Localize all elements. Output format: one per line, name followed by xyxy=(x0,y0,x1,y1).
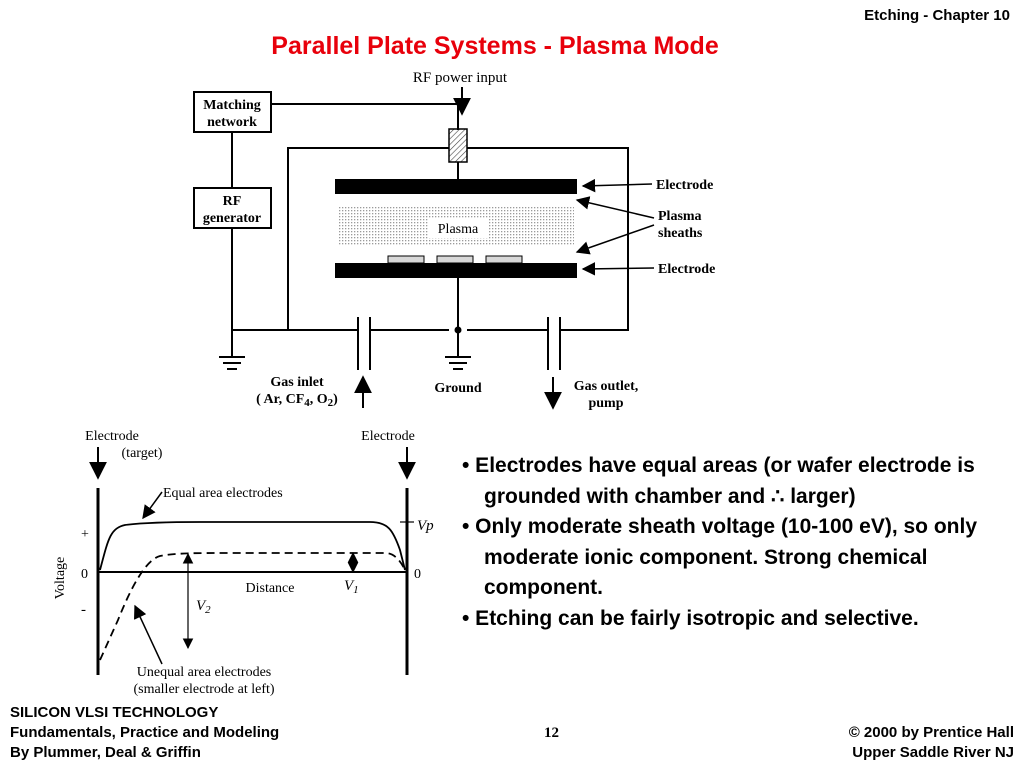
bullet-list: • Electrodes have equal areas (or wafer … xyxy=(462,451,1022,634)
electrode-bottom-label: Electrode xyxy=(658,262,715,277)
unequal-area-label-2: (smaller electrode at left) xyxy=(133,682,274,697)
bottom-electrode xyxy=(335,263,577,278)
chapter-label: Etching - Chapter 10 xyxy=(864,7,1010,24)
v1-label: V1 xyxy=(344,578,359,596)
bullet-item-3: • Etching can be fairly isotropic and se… xyxy=(462,606,919,630)
wafer-1 xyxy=(387,255,425,264)
slide-title: Parallel Plate Systems - Plasma Mode xyxy=(271,32,719,60)
gas-inlet-pipe xyxy=(357,317,371,370)
plasma-label: Plasma xyxy=(438,222,479,237)
top-electrode xyxy=(335,179,577,194)
chamber-wall xyxy=(232,147,629,331)
wafer-2 xyxy=(436,255,474,264)
gas-inlet-species: ( Ar, CF4, O2) xyxy=(256,392,338,409)
equal-area-pointer xyxy=(142,491,163,520)
footer-copyright: © 2000 by Prentice Hall xyxy=(848,724,1014,741)
page-number: 12 xyxy=(544,725,559,741)
gas-inlet-label: Gas inlet xyxy=(270,375,324,390)
rf-generator-label-1: RF xyxy=(223,194,242,209)
vp-label: Vp xyxy=(417,518,434,534)
zero-left-label: 0 xyxy=(81,567,88,582)
ground-symbol-left xyxy=(219,356,245,370)
target-label: (target) xyxy=(122,446,163,461)
ground-junction xyxy=(454,326,462,334)
equal-area-label: Equal area electrodes xyxy=(163,486,283,501)
electrode-left-label: Electrode xyxy=(85,429,139,444)
gas-outlet-label-1: Gas outlet, xyxy=(574,379,639,394)
rf-generator-box xyxy=(193,187,272,229)
rf-feed-line xyxy=(271,103,459,130)
plasma-sheaths-label-1: Plasma xyxy=(658,209,702,224)
sheath-pointer-bottom xyxy=(575,224,655,255)
minus-label: - xyxy=(81,602,86,618)
plasma-label-bg xyxy=(428,218,488,238)
footer-authors: By Plummer, Deal & Griffin xyxy=(10,744,201,761)
x-axis-label: Distance xyxy=(246,581,295,596)
plus-label: + xyxy=(81,527,89,542)
y-axis-label: Voltage xyxy=(53,557,68,600)
rf-generator-label-2: generator xyxy=(203,211,261,226)
gas-outlet-label-2: pump xyxy=(588,396,623,411)
equal-area-curve xyxy=(99,521,406,571)
footer-left: SILICON VLSI TECHNOLOGY Fundamentals, Pr… xyxy=(10,703,279,763)
bullet-item-2: • Only moderate sheath voltage (10-100 e… xyxy=(462,515,978,599)
unequal-area-pointer xyxy=(134,604,163,665)
wafer-3 xyxy=(485,255,523,264)
electrode-right-label: Electrode xyxy=(361,429,415,444)
footer-book-subtitle: Fundamentals, Practice and Modeling xyxy=(10,724,280,741)
gas-outlet-pipe xyxy=(547,317,561,370)
voltage-profile-plot: Electrode (target) Electrode Equal area … xyxy=(53,429,434,697)
electrode-top-pointer xyxy=(581,178,653,193)
zero-right-label: 0 xyxy=(414,567,421,582)
feedthrough-insulator xyxy=(448,128,468,163)
sheath-pointer-top xyxy=(575,196,655,219)
plasma-sheaths-label-2: sheaths xyxy=(658,226,703,241)
footer-publisher-location: Upper Saddle River NJ xyxy=(852,744,1014,761)
v2-label: V2 xyxy=(196,598,211,616)
rf-power-input-label: RF power input xyxy=(413,70,508,86)
unequal-area-curve xyxy=(99,552,406,661)
matching-network-label-1: Matching xyxy=(203,98,261,113)
footer-book-title: SILICON VLSI TECHNOLOGY xyxy=(10,704,219,721)
bullet-item-1: • Electrodes have equal areas (or wafer … xyxy=(462,454,975,508)
unequal-area-label-1: Unequal area electrodes xyxy=(137,665,271,680)
footer-right: © 2000 by Prentice Hall Upper Saddle Riv… xyxy=(849,723,1014,763)
matching-network-label-2: network xyxy=(207,115,257,130)
electrode-bottom-pointer xyxy=(581,262,655,276)
ground-symbol-center xyxy=(445,356,471,370)
electrode-top-label: Electrode xyxy=(656,178,713,193)
ground-label: Ground xyxy=(434,381,481,396)
